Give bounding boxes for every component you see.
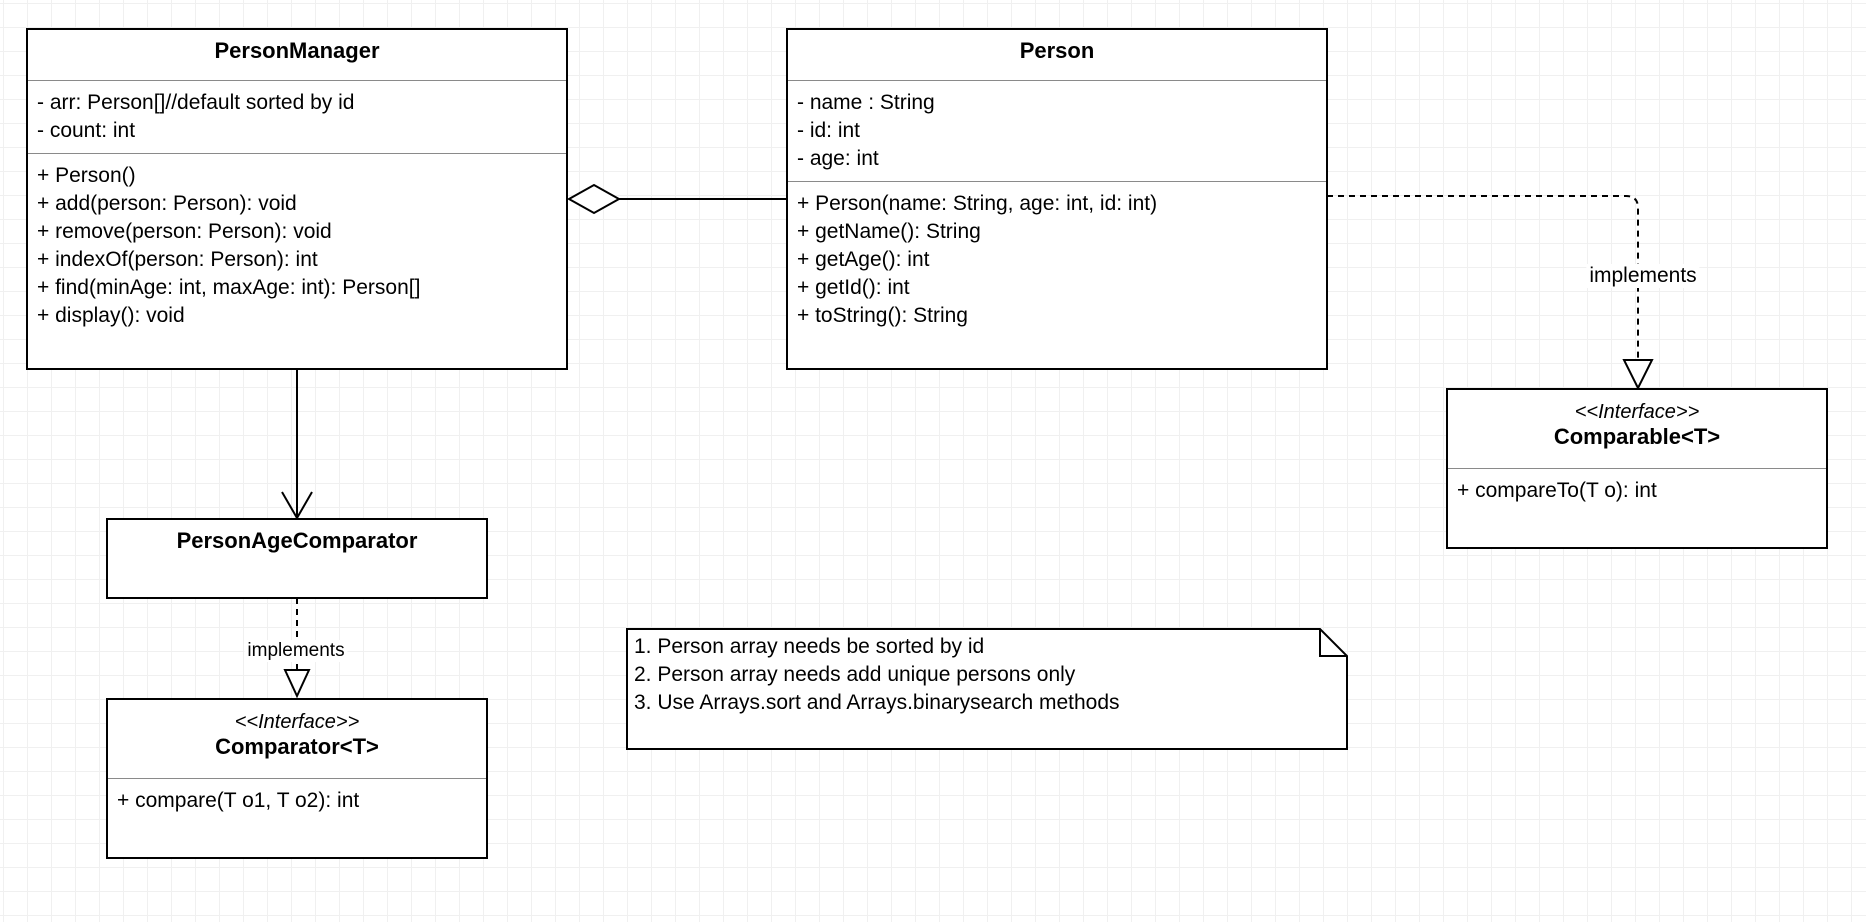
note-line: 3. Use Arrays.sort and Arrays.binarysear…: [634, 691, 1120, 714]
interface-header: <<Interface>> Comparator<T>: [108, 700, 486, 778]
interface-comparable[interactable]: <<Interface>> Comparable<T> + compareTo(…: [1446, 388, 1828, 549]
realization-line-person: [1327, 195, 1639, 360]
interface-header: <<Interface>> Comparable<T>: [1448, 390, 1826, 468]
interface-name: Comparable<T>: [1553, 424, 1721, 449]
class-name: PersonManager: [214, 38, 380, 63]
operation: + add(person: Person): void: [37, 192, 297, 215]
operation: + Person(): [37, 164, 136, 187]
class-person[interactable]: Person - name : String - id: int - age: …: [786, 28, 1328, 370]
realization-triangle-comparator: [283, 669, 311, 699]
attributes: - arr: Person[]//default sorted by id - …: [28, 81, 566, 153]
operation: + indexOf(person: Person): int: [37, 248, 318, 271]
operations: + compareTo(T o): int: [1448, 469, 1826, 513]
operation: + find(minAge: int, maxAge: int): Person…: [37, 276, 421, 299]
note-line: 2. Person array needs add unique persons…: [634, 663, 1076, 686]
aggregation-diamond: [566, 183, 622, 215]
operation: + compareTo(T o): int: [1457, 479, 1657, 502]
stereotype: <<Interface>>: [1574, 401, 1700, 423]
note[interactable]: 1. Person array needs be sorted by id 2.…: [626, 628, 1348, 750]
implements-label-comparator: implements: [244, 640, 348, 662]
operations: + compare(T o1, T o2): int: [108, 779, 486, 823]
operation: + toString(): String: [797, 304, 968, 327]
operation: + getName(): String: [797, 220, 981, 243]
attribute: - name : String: [797, 91, 935, 114]
class-name: PersonAgeComparator: [176, 528, 418, 553]
operation: + display(): void: [37, 304, 185, 327]
operation: + getAge(): int: [797, 248, 930, 271]
operation: + remove(person: Person): void: [37, 220, 332, 243]
interface-comparator[interactable]: <<Interface>> Comparator<T> + compare(T …: [106, 698, 488, 859]
separator: [108, 778, 486, 779]
class-person-manager[interactable]: PersonManager - arr: Person[]//default s…: [26, 28, 568, 370]
attribute: - age: int: [797, 147, 879, 170]
stereotype: <<Interface>>: [234, 711, 360, 733]
implements-label-person: implements: [1586, 264, 1700, 288]
realization-triangle-person: [1622, 359, 1654, 391]
separator: [1448, 468, 1826, 469]
operations: + Person() + add(person: Person): void +…: [28, 154, 566, 338]
attribute: - arr: Person[]//default sorted by id: [37, 91, 355, 114]
note-line: 1. Person array needs be sorted by id: [634, 635, 985, 658]
separator: [788, 80, 1326, 81]
operation: + compare(T o1, T o2): int: [117, 789, 360, 812]
note-shape: [626, 628, 1348, 750]
attribute: - id: int: [797, 119, 861, 142]
interface-name: Comparator<T>: [215, 734, 379, 759]
operations: + Person(name: String, age: int, id: int…: [788, 182, 1326, 338]
attributes: - name : String - id: int - age: int: [788, 81, 1326, 181]
class-name: Person: [1019, 38, 1095, 63]
separator: [28, 80, 566, 81]
note-text: 1. Person array needs be sorted by id 2.…: [634, 633, 1120, 717]
attribute: - count: int: [37, 119, 136, 142]
separator: [788, 181, 1326, 182]
class-person-age-comparator[interactable]: PersonAgeComparator: [106, 518, 488, 599]
operation: + Person(name: String, age: int, id: int…: [797, 192, 1158, 215]
separator: [28, 153, 566, 154]
operation: + getId(): int: [797, 276, 910, 299]
